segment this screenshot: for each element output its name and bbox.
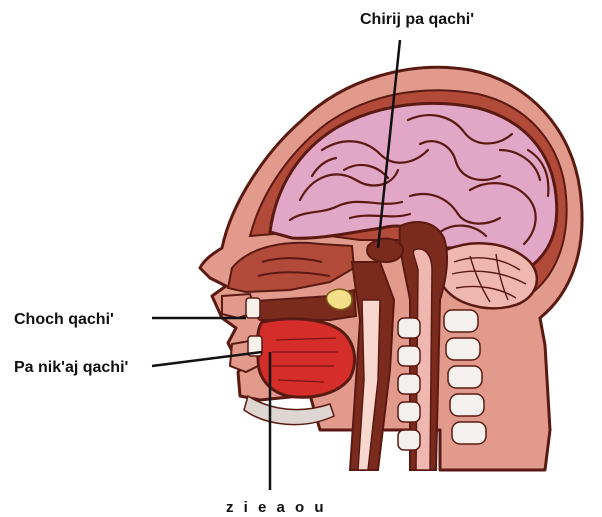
oral-cavity	[258, 319, 355, 397]
pituitary	[367, 239, 403, 263]
upper-teeth	[246, 298, 260, 318]
label-bottom: z i e a o u	[226, 499, 327, 516]
label-top: Chirij pa qachi'	[360, 11, 474, 28]
adenoid	[327, 289, 352, 309]
label-lower-left: Pa nik'aj qachi'	[14, 359, 128, 376]
label-upper-left: Choch qachi'	[14, 311, 114, 328]
